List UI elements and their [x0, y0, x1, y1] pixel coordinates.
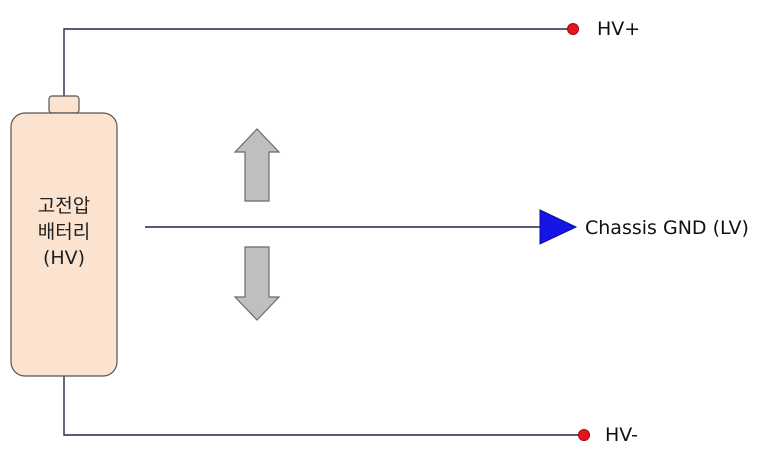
hv-negative-wire — [63, 375, 581, 436]
chassis-ground-label: Chassis GND (LV) — [585, 217, 749, 239]
battery-label-line1: 고전압 — [38, 195, 90, 217]
hv-battery — [10, 112, 118, 377]
battery-terminal-cap — [48, 95, 80, 114]
battery-label-line2: 배터리 — [38, 221, 90, 243]
hv-positive-terminal-dot — [567, 23, 579, 35]
battery-label-line3: (HV) — [43, 247, 85, 269]
chassis-ground-arrow — [539, 209, 578, 245]
hv-positive-wire — [63, 28, 570, 96]
hv-negative-terminal-dot — [578, 429, 590, 441]
hv-negative-label: HV- — [605, 424, 638, 446]
up-arrow — [233, 128, 281, 202]
hv-positive-label: HV+ — [597, 18, 640, 40]
down-arrow — [233, 246, 281, 321]
